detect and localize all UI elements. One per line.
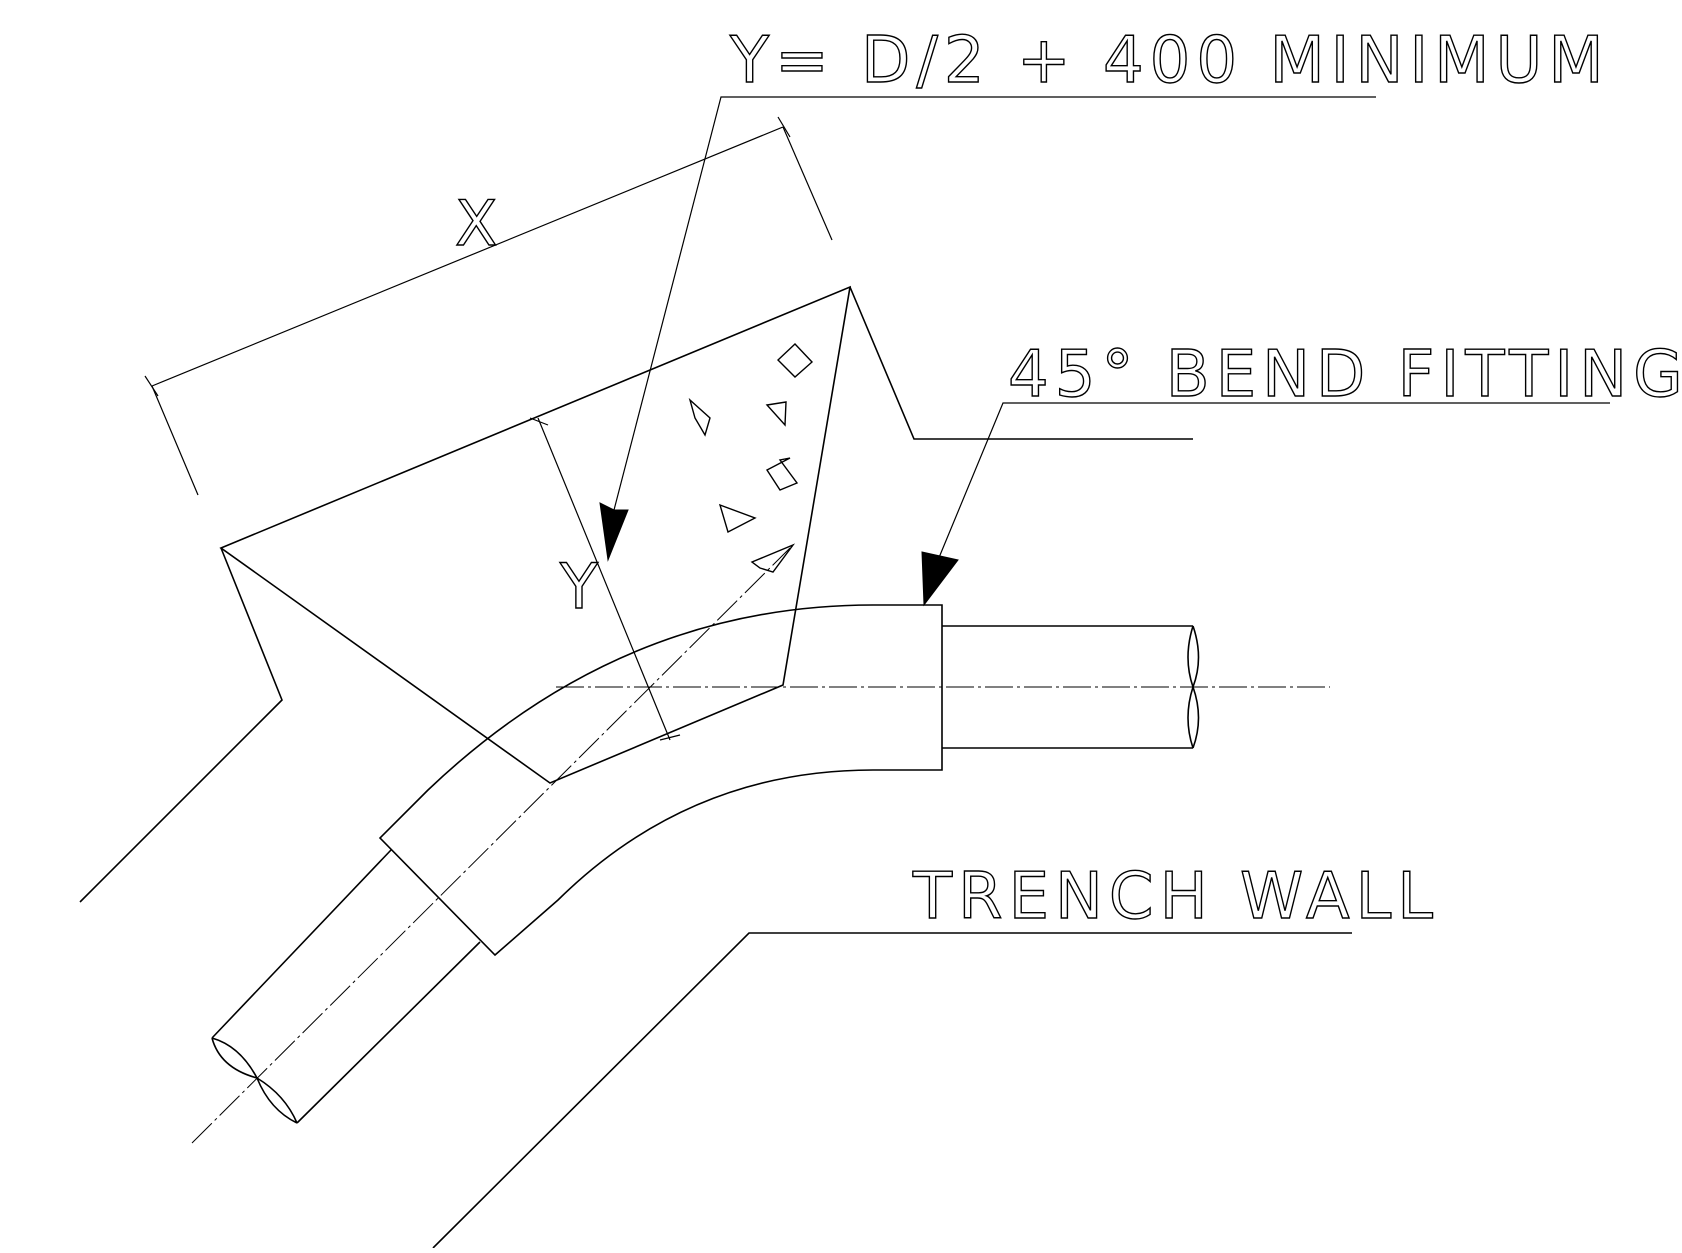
- title-formula: Y= D/2 + 400 MINIMUM: [729, 24, 1610, 98]
- pipe-left-top: [211, 849, 392, 1039]
- trench-wall-right: [849, 286, 1193, 440]
- thrust-block: [219, 285, 852, 784]
- fitting-label: 45° BEND FITTING: [1008, 338, 1682, 412]
- pipe-left-bottom: [296, 941, 481, 1124]
- thrust-block-outline: [219, 285, 852, 784]
- trench-wall-upper: [79, 547, 283, 903]
- centerline-diagonal: [191, 547, 791, 1144]
- y-dimension: Y: [529, 417, 681, 741]
- aggregate-marks: [688, 343, 814, 573]
- x-dimension: X: [144, 116, 833, 496]
- pipe-assembly: [191, 547, 1330, 1144]
- bend-outer-edge: [378, 604, 943, 957]
- trench-wall-label: TRENCH WALL: [912, 860, 1439, 934]
- trench-wall-callout: TRENCH WALL: [911, 859, 1439, 934]
- fitting-leader-arrowhead: [921, 551, 959, 607]
- trench-walls: [79, 286, 1352, 1249]
- x-dimension-label: X: [455, 187, 503, 260]
- title-leader: Y= D/2 + 400 MINIMUM: [599, 23, 1610, 562]
- fitting-leader: 45° BEND FITTING: [921, 337, 1682, 607]
- trench-wall-lower: [432, 932, 1352, 1249]
- title-leader-arrowhead: [599, 502, 629, 562]
- y-dimension-label: Y: [559, 550, 604, 623]
